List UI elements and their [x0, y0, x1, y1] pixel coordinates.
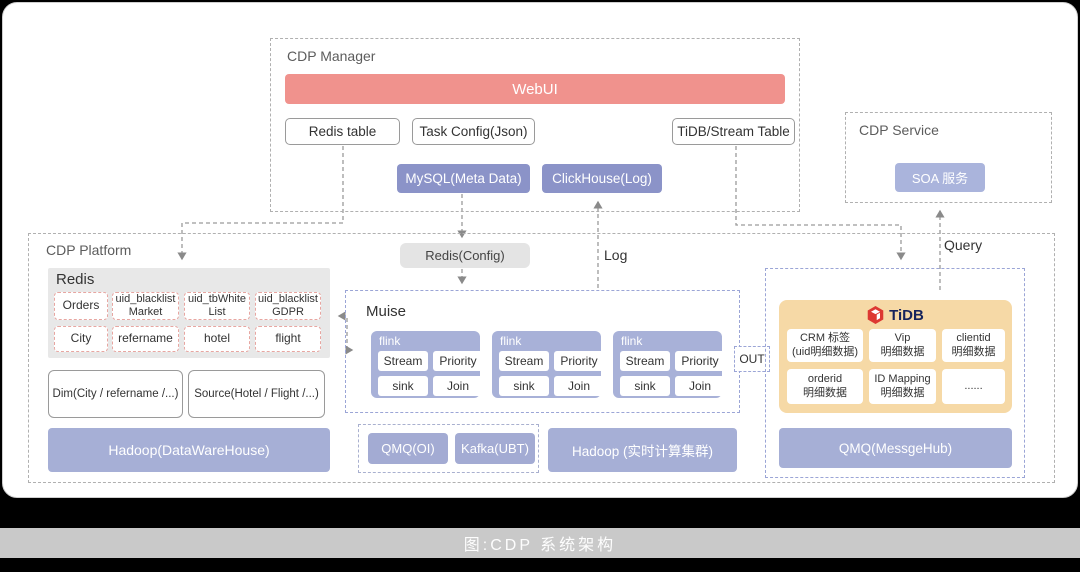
- tidb-cell-clientid: clientid 明细数据: [942, 329, 1005, 362]
- hadoop-realtime-bar: Hadoop (实时计算集群): [548, 428, 737, 472]
- flink-cell-priority: Priority: [675, 351, 725, 371]
- redis-cell-city: City: [54, 326, 108, 352]
- flink-cell-stream: Stream: [620, 351, 670, 371]
- redis-config-node: Redis(Config): [400, 243, 530, 268]
- tidb-logo-row: TiDB: [779, 306, 1012, 324]
- query-section-box: [765, 268, 1025, 478]
- cdp-service-title: CDP Service: [859, 122, 939, 138]
- source-node: Source(Hotel / Flight /...): [188, 370, 325, 418]
- soa-service-node: SOA 服务: [895, 163, 985, 192]
- flink-box-1: flink Stream Priority sink Join: [371, 331, 483, 398]
- cdp-manager-box: CDP Manager: [270, 38, 800, 212]
- qmq-oi-node: QMQ(OI): [368, 433, 448, 464]
- flink-cell-stream: Stream: [378, 351, 428, 371]
- dim-node: Dim(City / refername /...): [48, 370, 183, 418]
- caption-bar: 图:CDP 系统架构: [0, 528, 1080, 558]
- clickhouse-log-node: ClickHouse(Log): [542, 164, 662, 193]
- mysql-meta-node: MySQL(Meta Data): [397, 164, 530, 193]
- redis-cell-uid-blacklist-gdpr: uid_blacklistGDPR: [255, 292, 321, 320]
- flink-cell-priority: Priority: [433, 351, 483, 371]
- flink-label: flink: [379, 334, 401, 348]
- flink-box-2: flink Stream Priority sink Join: [492, 331, 604, 398]
- tidb-cell-idmapping: ID Mapping 明细数据: [869, 369, 936, 404]
- out-label: OUT: [734, 346, 770, 372]
- redis-table-node: Redis table: [285, 118, 400, 145]
- tidb-block: TiDB CRM 标签 (uid明细数据) Vip 明细数据 clientid …: [779, 300, 1012, 413]
- cdp-service-box: CDP Service: [845, 112, 1052, 203]
- tidb-cell-vip: Vip 明细数据: [869, 329, 936, 362]
- task-config-node: Task Config(Json): [412, 118, 535, 145]
- redis-title: Redis: [56, 271, 95, 288]
- caption-text: 图:CDP 系统架构: [463, 537, 617, 554]
- flink-label: flink: [500, 334, 522, 348]
- flink-cell-sink: sink: [499, 376, 549, 396]
- tidb-stream-table-node: TiDB/Stream Table: [672, 118, 795, 145]
- redis-cell-orders: Orders: [54, 292, 108, 320]
- flink-cell-priority: Priority: [554, 351, 604, 371]
- cdp-platform-box: CDP Platform: [28, 233, 1055, 483]
- tidb-brand: TiDB: [889, 306, 924, 324]
- webui-bar: WebUI: [285, 74, 785, 104]
- flink-cell-join: Join: [433, 376, 483, 396]
- flink-cell-join: Join: [554, 376, 604, 396]
- redis-block: Redis Orders uid_blacklistMarket uid_tbW…: [48, 268, 330, 358]
- redis-cell-uid-blacklist-market: uid_blacklistMarket: [112, 292, 179, 320]
- redis-cell-hotel: hotel: [184, 326, 250, 352]
- tidb-cell-crm: CRM 标签 (uid明细数据): [787, 329, 863, 362]
- redis-cell-flight: flight: [255, 326, 321, 352]
- tidb-cell-more: ......: [942, 369, 1005, 404]
- hadoop-datawarehouse-bar: Hadoop(DataWareHouse): [48, 428, 330, 472]
- redis-cell-uid-tbwhitelist: uid_tbWhiteList: [184, 292, 250, 320]
- flink-cell-join: Join: [675, 376, 725, 396]
- flink-cell-sink: sink: [378, 376, 428, 396]
- log-label: Log: [604, 247, 628, 263]
- flink-cell-sink: sink: [620, 376, 670, 396]
- flink-cell-stream: Stream: [499, 351, 549, 371]
- cdp-platform-title: CDP Platform: [46, 242, 132, 258]
- tidb-cell-orderid: orderid 明细数据: [787, 369, 863, 404]
- mq-group-box: [358, 424, 539, 473]
- flink-label: flink: [621, 334, 643, 348]
- query-label: Query: [944, 237, 983, 253]
- redis-cell-refername: refername: [112, 326, 179, 352]
- kafka-ubt-node: Kafka(UBT): [455, 433, 535, 464]
- cdp-manager-title: CDP Manager: [287, 48, 376, 64]
- qmq-messagehub-bar: QMQ(MessgeHub): [779, 428, 1012, 468]
- tidb-logo-icon: [867, 306, 884, 324]
- muise-title: Muise: [366, 303, 407, 320]
- flink-box-3: flink Stream Priority sink Join: [613, 331, 725, 398]
